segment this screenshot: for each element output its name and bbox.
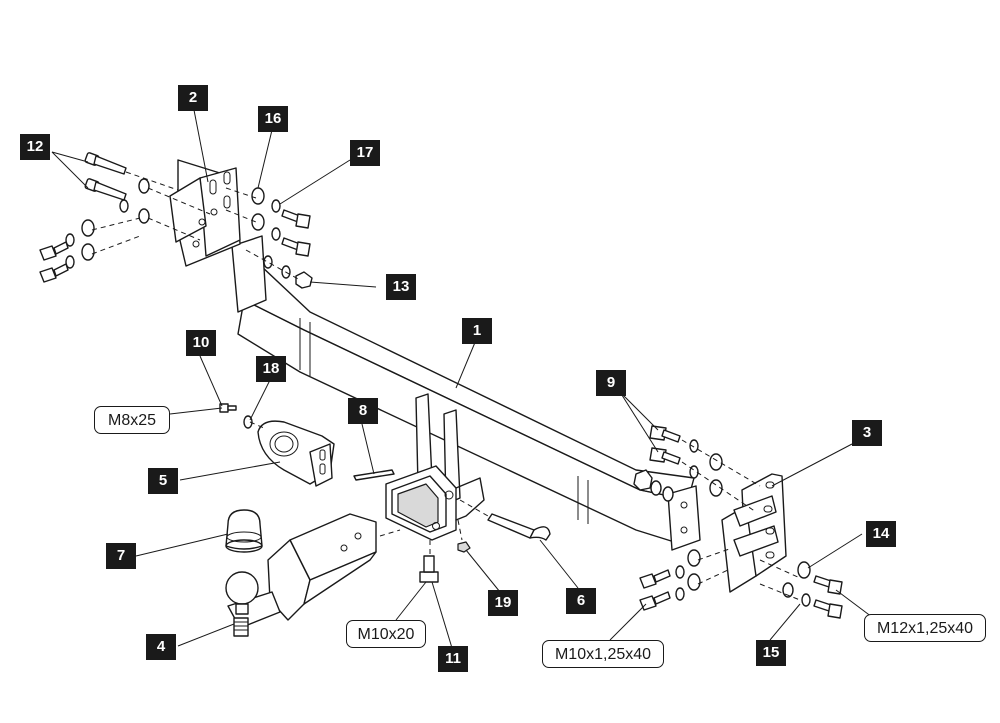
label-part-9: 9 [596, 370, 626, 396]
assembly-lines [91, 171, 801, 601]
bolts-lower-left [39, 241, 69, 283]
left-bracket-part-2 [169, 159, 241, 267]
socket-plate-part-5 [257, 420, 335, 487]
label-part-6: 6 [566, 588, 596, 614]
washers-left [65, 178, 150, 269]
label-part-2: 2 [178, 85, 208, 111]
label-part-19: 19 [488, 590, 518, 616]
label-part-7: 7 [106, 543, 136, 569]
bolts-lower-right [639, 549, 701, 611]
spec-label-m10x20: M10x20 [346, 620, 426, 648]
ball-cover-part-7 [225, 509, 263, 553]
label-part-13: 13 [386, 274, 416, 300]
right-bracket-part-3 [721, 473, 787, 593]
label-part-11: 11 [438, 646, 468, 672]
bolts-part-9 [649, 425, 723, 497]
bolt-part-11 [419, 555, 439, 583]
label-part-16: 16 [258, 106, 288, 132]
label-part-4: 4 [146, 634, 176, 660]
clip-part-8 [353, 469, 395, 481]
leader-lines [51, 109, 877, 649]
receiver-box [385, 393, 485, 541]
spec-label-m12x125x40: M12x1,25x40 [864, 614, 986, 642]
washers-part-15 [782, 561, 811, 607]
pin-part-6 [487, 513, 551, 541]
label-part-14: 14 [866, 521, 896, 547]
label-part-3: 3 [852, 420, 882, 446]
bolts-part-17 [281, 209, 311, 257]
bolts-part-14 [813, 575, 843, 619]
washers-part-16 [251, 187, 281, 241]
bolt-part-10 [219, 403, 237, 413]
nut-part-19 [457, 541, 471, 553]
nuts-right-end [633, 469, 674, 502]
spec-label-m8x25: M8x25 [94, 406, 170, 434]
nut-part-13 [263, 255, 313, 289]
label-part-17: 17 [350, 140, 380, 166]
label-part-15: 15 [756, 640, 786, 666]
label-part-10: 10 [186, 330, 216, 356]
label-part-12: 12 [20, 134, 50, 160]
ball-mount-part-4 [225, 513, 377, 637]
bolts-part-12 [84, 152, 127, 201]
spec-label-m10x125x40: M10x1,25x40 [542, 640, 664, 668]
label-part-8: 8 [348, 398, 378, 424]
label-part-18: 18 [256, 356, 286, 382]
label-part-1: 1 [462, 318, 492, 344]
label-part-5: 5 [148, 468, 178, 494]
